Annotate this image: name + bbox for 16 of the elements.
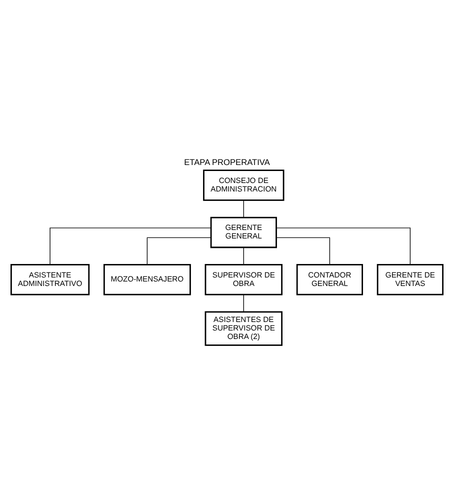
node-box: GERENTE DE VENTAS [376, 264, 444, 296]
connector [243, 200, 244, 218]
diagram-title: ETAPA PROPERATIVA [184, 157, 270, 168]
connector [243, 247, 244, 265]
node-box: ASISTENTE ADMINISTRATIVO [10, 264, 90, 296]
connector [146, 237, 212, 266]
connector [276, 228, 411, 266]
node-box: ASISTENTES DE SUPERVISOR DE OBRA (2) [204, 311, 283, 346]
node-box: CONSEJO DE ADMINISTRACION [203, 170, 284, 201]
node-box: SUPERVISOR DE OBRA [204, 264, 283, 296]
node-box: GERENTE GENERAL [210, 216, 277, 248]
node-box: MOZO-MENSAJERO [103, 264, 191, 296]
node-box: CONTADOR GENERAL [296, 264, 364, 296]
connector [276, 237, 330, 266]
connector [243, 294, 244, 312]
connector [50, 228, 212, 266]
